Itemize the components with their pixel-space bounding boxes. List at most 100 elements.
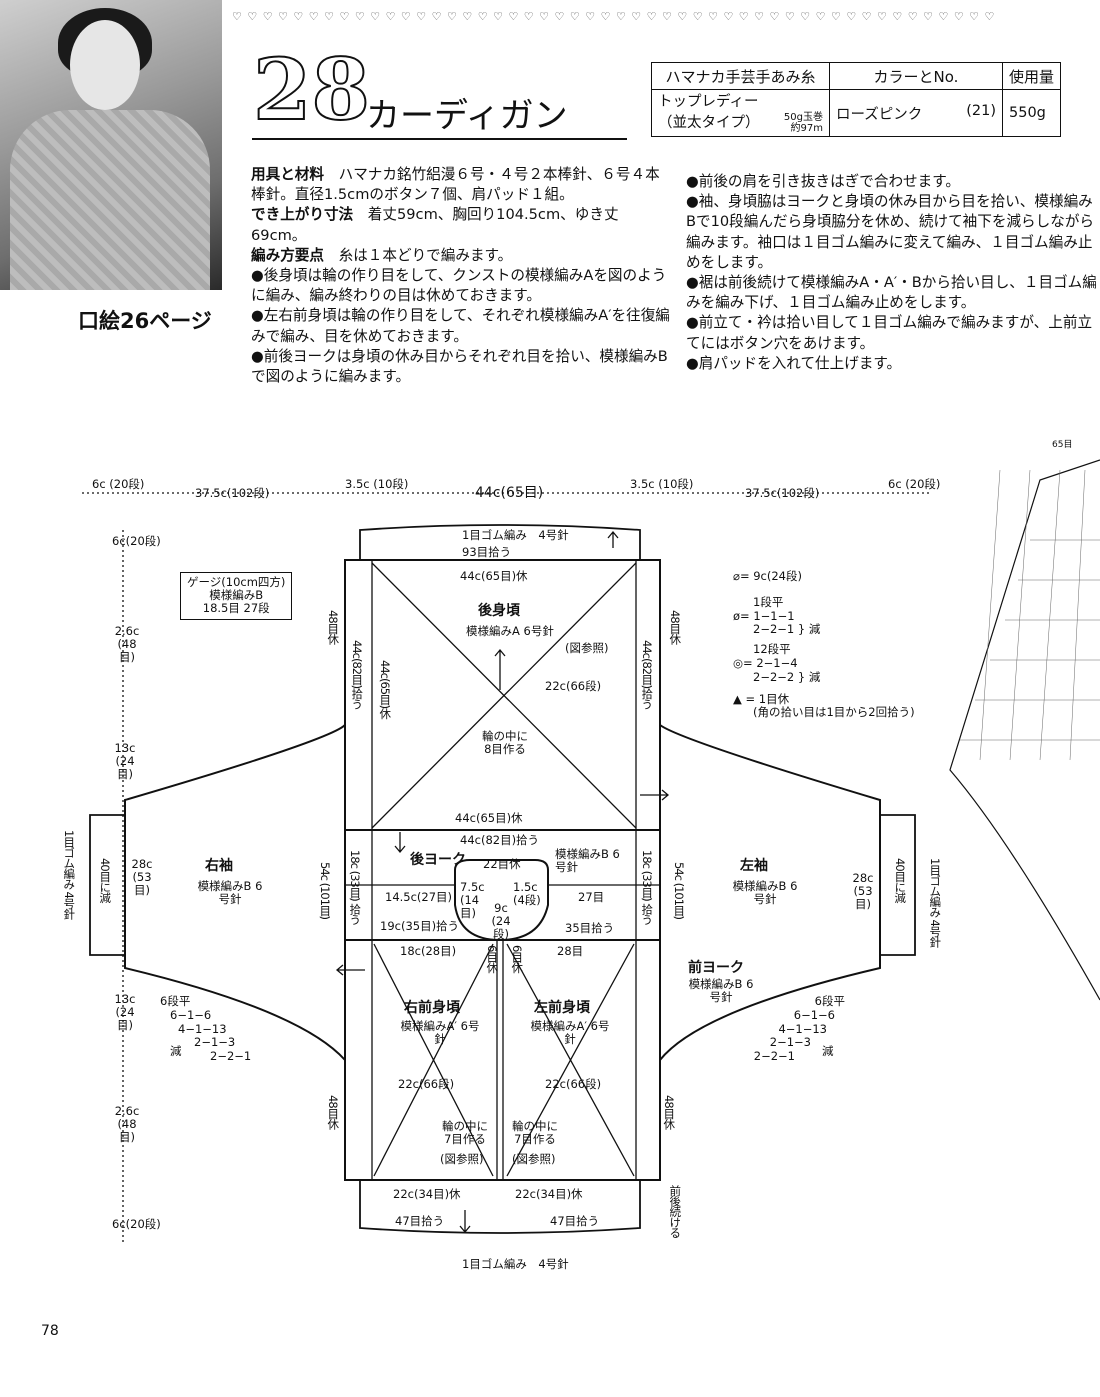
front-bottom: 22c(34目)休 bbox=[393, 1187, 461, 1201]
shaping-line: 4−1−13 bbox=[178, 1021, 227, 1036]
yarn-spec: 50g玉巻 約97m bbox=[783, 112, 823, 134]
sleeve-pattern: 模様編みB 6号針 bbox=[197, 879, 263, 907]
sleeve-pattern: 模様編みB 6号針 bbox=[732, 879, 798, 907]
body-length: 54c (101目) bbox=[672, 862, 687, 920]
yoke-dim: 18c(28目) bbox=[400, 944, 457, 958]
empty-slash-icon: ø= bbox=[733, 608, 754, 623]
back-top-label: 44c(65目)休 bbox=[460, 569, 528, 583]
sleeve-width: 28c (53目) bbox=[131, 857, 153, 898]
dim-label: 6c(20段) bbox=[112, 534, 161, 548]
yoke-side: 18c (33目) 拾う bbox=[348, 850, 363, 925]
front-ref: (図参照) bbox=[440, 1152, 484, 1166]
back-side-left: 44c(82目)拾う bbox=[350, 640, 365, 710]
yarn-table: ハマナカ手芸手あみ糸 カラーとNo. 使用量 トップレディー （並太タイプ） 5… bbox=[651, 62, 1062, 137]
pattern-title: カーディガン bbox=[366, 96, 568, 136]
legend-b-head: 1段平 bbox=[753, 594, 784, 609]
dim-label: 6c (20段) bbox=[888, 477, 941, 491]
yoke-dim: 14.5c(27目) bbox=[385, 890, 453, 904]
cuff-dec: 40目に減 bbox=[893, 858, 908, 903]
dim-label: 3.5c (10段) bbox=[630, 477, 694, 491]
shaping-line: 6段平 bbox=[814, 994, 845, 1008]
hem-pick: 47目拾う bbox=[550, 1214, 600, 1228]
gauge-pattern: 模様編みB bbox=[209, 588, 264, 603]
cuff-dec: 40目に減 bbox=[98, 858, 113, 903]
yarn-type: （並太タイプ） bbox=[658, 115, 760, 131]
yarn-name: トップレディー bbox=[658, 94, 759, 110]
back-title: 後身頃 bbox=[478, 603, 520, 619]
instructions-left: 用具と材料 ハマナカ銘竹絽漫６号・４号２本棒針、６号４本棒針。直径1.5cmのボ… bbox=[251, 165, 671, 387]
model-photo bbox=[0, 0, 222, 290]
legend: ⌀= 9c(24段) 1段平 ø= 1−1−1 2−2−1 } 減 12段平 ◎… bbox=[733, 569, 915, 720]
cuff-rib: 1目ゴム編み 4号針 bbox=[928, 858, 943, 947]
slash-mark-icon: ⌀ bbox=[733, 569, 740, 583]
front-rows: 22c(66段) bbox=[545, 1077, 602, 1091]
legend-c2: 2−2−2 bbox=[753, 669, 795, 684]
step: ●袖、身頃脇はヨークと身頃の休み目から目を拾い、模様編みBで10段編んだら身頃脇… bbox=[686, 193, 1095, 271]
side-hold: 48目休 bbox=[326, 610, 341, 644]
neck-hold: 22目休 bbox=[483, 857, 521, 871]
front-ref: (図参照) bbox=[512, 1152, 556, 1166]
front-center: 輪の中に7目作る bbox=[442, 1119, 488, 1147]
legend-dec: 減 bbox=[808, 669, 821, 684]
title-divider bbox=[252, 138, 627, 140]
shaping-line: 6−1−6 bbox=[793, 1007, 835, 1022]
neck-width: 7.5c (14目) bbox=[460, 880, 485, 921]
dim-label: 44c(65目) bbox=[475, 485, 544, 501]
yoke-dim: 27目 bbox=[578, 890, 605, 904]
sleeve-shaping-left: 6段平 6−1−6 4−1−13 2−1−3 2−2−1 bbox=[735, 994, 845, 1064]
front-yoke-title: 前ヨーク bbox=[688, 960, 744, 976]
collar-pick-label: 93目拾う bbox=[462, 545, 512, 559]
hem-continue: 前後続ける bbox=[668, 1185, 683, 1238]
gauge-title: ゲージ(10cm四方) bbox=[187, 575, 286, 589]
dim-label: 2.6c (48目) bbox=[114, 624, 140, 665]
front-band-hold: 6目休 bbox=[510, 945, 525, 973]
color-name: ローズピンク bbox=[836, 106, 923, 123]
side-hold: 48目休 bbox=[326, 1095, 341, 1129]
front-center: 輪の中に7目作る bbox=[512, 1119, 558, 1147]
legend-d-note: (角の拾い目は1目から2回拾う) bbox=[753, 705, 915, 720]
side-hold: 48目休 bbox=[668, 610, 683, 644]
yarn-header: ハマナカ手芸手あみ糸 bbox=[651, 62, 830, 90]
back-rows: 22c(66段) bbox=[545, 679, 602, 693]
hem-pick: 47目拾う bbox=[395, 1214, 445, 1228]
photo-caption: 口絵26ページ bbox=[78, 309, 212, 333]
points-label: 編み方要点 bbox=[251, 246, 324, 264]
color-cell: ローズピンク (21) bbox=[829, 89, 1003, 137]
step: ●前後の肩を引き抜きはぎで合わせます。 bbox=[686, 173, 960, 190]
amount-cell: 550g bbox=[1001, 89, 1062, 137]
left-front-title: 左前身頃 bbox=[534, 1000, 590, 1016]
yoke-pick: 44c(82目)拾う bbox=[460, 833, 540, 847]
amount-header: 使用量 bbox=[1001, 62, 1062, 90]
right-front-pattern: 模様編みA′ 6号針 bbox=[400, 1019, 480, 1047]
gauge-box: ゲージ(10cm四方) 模様編みB 18.5目 27段 bbox=[180, 572, 293, 620]
dim-label: 37.5c(102段) bbox=[745, 486, 820, 500]
materials-label: 用具と材料 bbox=[251, 166, 324, 183]
dim-label: 6c(20段) bbox=[112, 1217, 161, 1231]
step: ●左右前身頃は輪の作り目をして、それぞれ模様編みA′を往復編みで編み、目を休めて… bbox=[251, 307, 670, 345]
shaping-line: 2−2−1 bbox=[210, 1049, 252, 1064]
back-side-left2: 44c(65目)休 bbox=[378, 660, 393, 719]
dec-mark: 減 bbox=[170, 1044, 182, 1058]
gauge-value: 18.5目 27段 bbox=[202, 601, 270, 616]
dim-label: 2.6c (48目) bbox=[114, 1104, 140, 1145]
yoke-dim: 19c(35目)拾う bbox=[380, 919, 460, 933]
page-number: 78 bbox=[41, 1323, 59, 1339]
materials-text: ハマナカ銘竹絽漫６号・４号２本棒針、６号４本棒針。直径1.5cmのボタン７個、肩… bbox=[251, 166, 660, 204]
color-number: (21) bbox=[966, 102, 996, 119]
left-front-pattern: 模様編みA′ 6号針 bbox=[530, 1019, 610, 1047]
yoke-side: 18c (33目) 拾う bbox=[640, 850, 655, 925]
front-yoke-pattern: 模様編みB 6号針 bbox=[688, 977, 754, 1005]
legend-a: = 9c(24段) bbox=[739, 569, 802, 583]
dec-mark: 減 bbox=[822, 1044, 834, 1058]
cuff-rib: 1目ゴム編み 4号針 bbox=[62, 830, 77, 919]
legend-dec: 減 bbox=[808, 622, 821, 637]
yoke-pattern: 模様編みB 6号針 bbox=[555, 847, 620, 875]
front-band-hold: 6目休 bbox=[485, 945, 500, 973]
shaping-line: 6−1−6 bbox=[170, 1007, 212, 1022]
right-sleeve-title: 右袖 bbox=[205, 858, 233, 874]
chart-top-label: 65目 bbox=[1052, 440, 1073, 450]
points-text: 糸は１本どりで編みます。 bbox=[338, 246, 513, 264]
front-bottom: 22c(34目)休 bbox=[515, 1187, 583, 1201]
step: ●肩パッドを入れて仕上げます。 bbox=[686, 354, 902, 372]
